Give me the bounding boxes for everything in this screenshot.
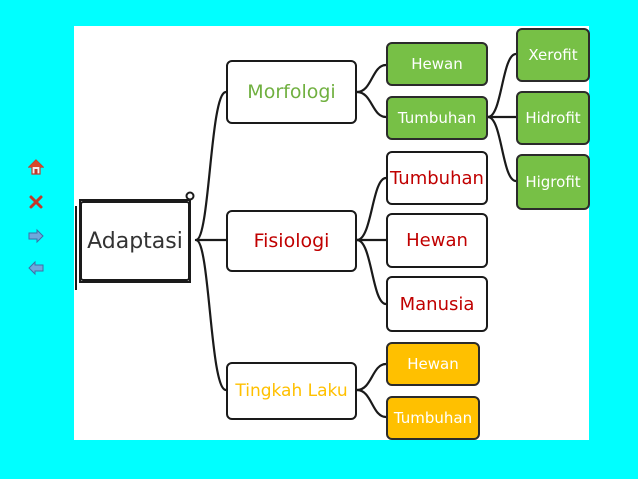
node-fisiologi: Fisiologi xyxy=(226,210,357,272)
hidrofit-label: Hidrofit xyxy=(525,109,581,127)
fisiologi-hewan-label: Hewan xyxy=(406,230,468,251)
node-hidrofit: Hidrofit xyxy=(516,91,590,145)
root-node-adaptasi: Adaptasi xyxy=(80,201,190,281)
fisiologi-tumbuhan-label: Tumbuhan xyxy=(390,167,484,189)
tingkah-laku-label: Tingkah Laku xyxy=(235,381,348,401)
tingkah-laku-hewan-label: Hewan xyxy=(407,355,459,373)
morfologi-tumbuhan-label: Tumbuhan xyxy=(397,109,477,127)
root-label: Adaptasi xyxy=(87,228,183,254)
node-tingkah-laku-hewan: Hewan xyxy=(386,342,480,386)
morfologi-label: Morfologi xyxy=(247,81,336,103)
node-tingkah-laku: Tingkah Laku xyxy=(226,362,357,420)
higrofit-label: Higrofit xyxy=(525,173,581,191)
morfologi-hewan-label: Hewan xyxy=(411,55,463,73)
node-tingkah-laku-tumbuhan: Tumbuhan xyxy=(386,396,480,440)
node-fisiologi-hewan: Hewan xyxy=(386,213,488,268)
node-morfologi-hewan: Hewan xyxy=(386,42,488,86)
close-icon[interactable] xyxy=(28,194,44,210)
node-xerofit: Xerofit xyxy=(516,28,590,82)
node-morfologi: Morfologi xyxy=(226,60,357,124)
arrow-left-icon[interactable] xyxy=(28,260,44,276)
fisiologi-label: Fisiologi xyxy=(253,230,330,252)
node-fisiologi-tumbuhan: Tumbuhan xyxy=(386,151,488,205)
fisiologi-manusia-label: Manusia xyxy=(399,293,475,315)
node-morfologi-tumbuhan: Tumbuhan xyxy=(386,96,488,140)
arrow-right-icon[interactable] xyxy=(28,228,44,244)
node-higrofit: Higrofit xyxy=(516,154,590,210)
home-icon[interactable] xyxy=(28,159,44,175)
node-fisiologi-manusia: Manusia xyxy=(386,276,488,332)
xerofit-label: Xerofit xyxy=(528,46,578,64)
tingkah-laku-tumbuhan-label: Tumbuhan xyxy=(393,409,473,427)
